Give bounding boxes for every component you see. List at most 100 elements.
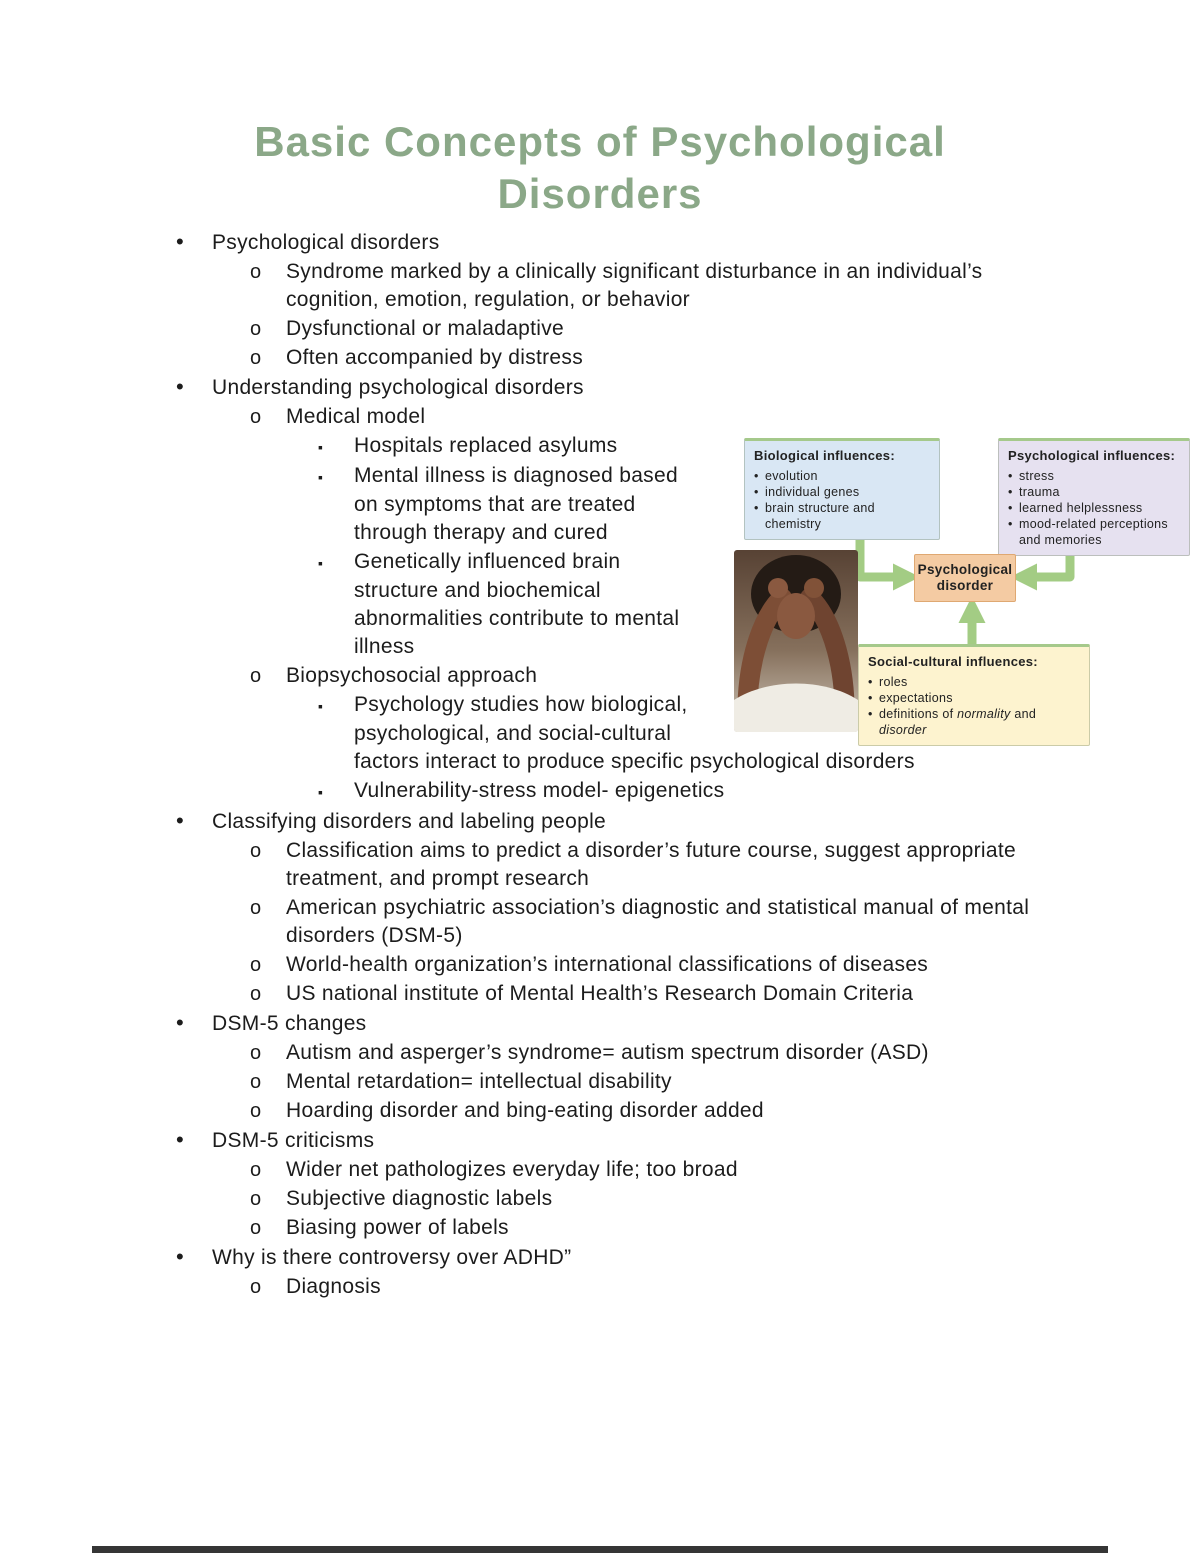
list-item: •Understanding psychological disorders — [176, 373, 1050, 402]
list-item-text: World-health organization’s internationa… — [286, 953, 929, 977]
list-item: ▪ Genetically influenced brain structure … — [318, 548, 1050, 661]
list-item: o Biopsychosocial approach — [250, 662, 1050, 690]
box-item-text: definitions of — [879, 706, 958, 721]
list-item-text: DSM-5 criticisms — [212, 1129, 375, 1153]
box-item: •individual genes — [754, 484, 930, 500]
list-item-text: Wider net pathologizes everyday life; to… — [286, 1158, 738, 1182]
list-item-text: Classification aims to predict a disorde… — [286, 839, 1016, 891]
bullet-marker: • — [868, 706, 873, 721]
box-item-text: stress — [1019, 468, 1055, 483]
bullet-marker: o — [250, 954, 262, 977]
list-item: o Mental retardation= intellectual disabi… — [250, 1068, 1050, 1096]
list-item-text: Psychological disorders — [212, 231, 440, 255]
list-item: o Autism and asperger’s syndrome= autism … — [250, 1039, 1050, 1067]
box-item: • trauma — [1008, 484, 1180, 500]
list-item-text: Dysfunctional or maladaptive — [286, 317, 565, 341]
box-item: •learned helplessness — [1008, 500, 1180, 516]
list-item-text: Classifying disorders and labeling peopl… — [212, 810, 607, 834]
list-item-text: Often accompanied by distress — [286, 346, 584, 370]
list-item-text: Vulnerability-stress model- epigenetics — [354, 779, 725, 803]
list-item: o Often accompanied by distress — [250, 344, 1050, 372]
bullet-marker: • — [176, 1010, 185, 1036]
bullet-marker: o — [250, 983, 262, 1006]
list-item: • Psychological disorders — [176, 228, 1050, 257]
bullet-marker: • — [754, 468, 759, 483]
list-item-text: American psychiatric association’s diagn… — [286, 896, 1030, 948]
box-item-text: trauma — [1019, 484, 1060, 499]
box-item: •mood-related perceptions and memories — [1008, 516, 1180, 548]
bullet-marker: ▪ — [318, 698, 324, 715]
bullet-marker: o — [250, 406, 262, 429]
list-item: ▪ Hospitals replaced asylums — [318, 432, 1050, 461]
list-item: o Medical model — [250, 403, 1050, 431]
box-item-text: and — [1010, 706, 1037, 721]
bullet-marker: o — [250, 1217, 262, 1240]
box-item-text: learned helplessness — [1019, 500, 1143, 515]
arrow-psychological-to-disorder — [1010, 550, 1075, 591]
list-item: o Wider net pathologizes everyday life; t… — [250, 1156, 1050, 1184]
box-label: Psychological disorder — [917, 561, 1013, 594]
box-item: • stress — [1008, 468, 1180, 484]
bullet-marker: ▪ — [318, 784, 324, 801]
psychological-disorder-box: Psychological disorder — [914, 554, 1016, 603]
list-item-text: Autism and asperger’s syndrome= autism s… — [286, 1041, 929, 1065]
box-item-text: roles — [879, 674, 908, 689]
list-item-text: Hospitals replaced asylums — [354, 434, 618, 458]
box-item-text: evolution — [765, 468, 818, 483]
bullet-marker: o — [250, 1071, 262, 1094]
arrow-biological-to-disorder — [855, 538, 920, 591]
bullet-marker: o — [250, 347, 262, 370]
list-item: •Classifying disorders and labeling peop… — [176, 807, 1050, 836]
list-item-text: Mental illness is diagnosed based on sym… — [354, 464, 678, 545]
biological-influences-box: Biological influences: •evolution •indiv… — [744, 438, 940, 540]
list-item: o World-health organization’s internation… — [250, 951, 1050, 979]
list-item-text: Mental retardation= intellectual disabil… — [286, 1070, 672, 1094]
list-item-text: Hoarding disorder and bing-eating disord… — [286, 1099, 764, 1123]
list-item: • DSM-5 changes — [176, 1009, 1050, 1038]
page-bottom-edge — [92, 1546, 1108, 1553]
list-item-text: Psychology studies how biological, psych… — [354, 693, 915, 774]
bullet-marker: • — [176, 229, 185, 255]
bullet-marker: • — [1008, 484, 1013, 499]
list-item: • DSM-5 criticisms — [176, 1126, 1050, 1155]
bullet-marker: o — [250, 840, 262, 863]
bullet-marker: o — [250, 1042, 262, 1065]
psychological-influences-box: Psychological influences: • stress • traum… — [998, 438, 1190, 556]
biopsychosocial-figure: Biological influences: •evolution •indiv… — [710, 434, 1190, 746]
bullet-marker: ▪ — [318, 555, 324, 572]
distressed-person-illustration — [734, 550, 858, 733]
box-item-text: brain structure and chemistry — [765, 500, 875, 531]
list-item-text: DSM-5 changes — [212, 1012, 367, 1036]
box-item-text: mood-related perceptions and memories — [1019, 516, 1168, 547]
list-item: ▪ Vulnerability-stress model- epigenetics — [318, 777, 1050, 806]
box-title: Psychological influences: — [1008, 448, 1176, 464]
bullet-marker: • — [1008, 468, 1013, 483]
bullet-marker: o — [250, 1159, 262, 1182]
bullet-marker: • — [868, 690, 873, 705]
list-item: o Hoarding disorder and bing-eating disor… — [250, 1097, 1050, 1125]
bullet-marker: o — [250, 1100, 262, 1123]
list-item: ▪ Psychology studies how biological, psyc… — [318, 691, 1050, 776]
box-item: •brain structure and chemistry — [754, 500, 930, 532]
bullet-marker: • — [176, 1127, 185, 1153]
bullet-marker: • — [176, 374, 185, 400]
list-item: ▪Mental illness is diagnosed based on sy… — [318, 462, 1050, 547]
bullet-marker: ▪ — [318, 439, 324, 456]
list-item-text: Medical model — [286, 405, 426, 429]
list-item-text: Biopsychosocial approach — [286, 664, 538, 688]
bullet-marker: • — [176, 1244, 185, 1270]
bullet-marker: • — [754, 484, 759, 499]
bullet-marker: o — [250, 665, 262, 688]
list-item-text: Subjective diagnostic labels — [286, 1187, 553, 1211]
box-item: • roles — [868, 674, 1080, 690]
box-item-text-italic: normality — [957, 706, 1011, 721]
list-item-text: Genetically influenced brain structure a… — [354, 550, 680, 659]
bullet-marker: • — [868, 674, 873, 689]
